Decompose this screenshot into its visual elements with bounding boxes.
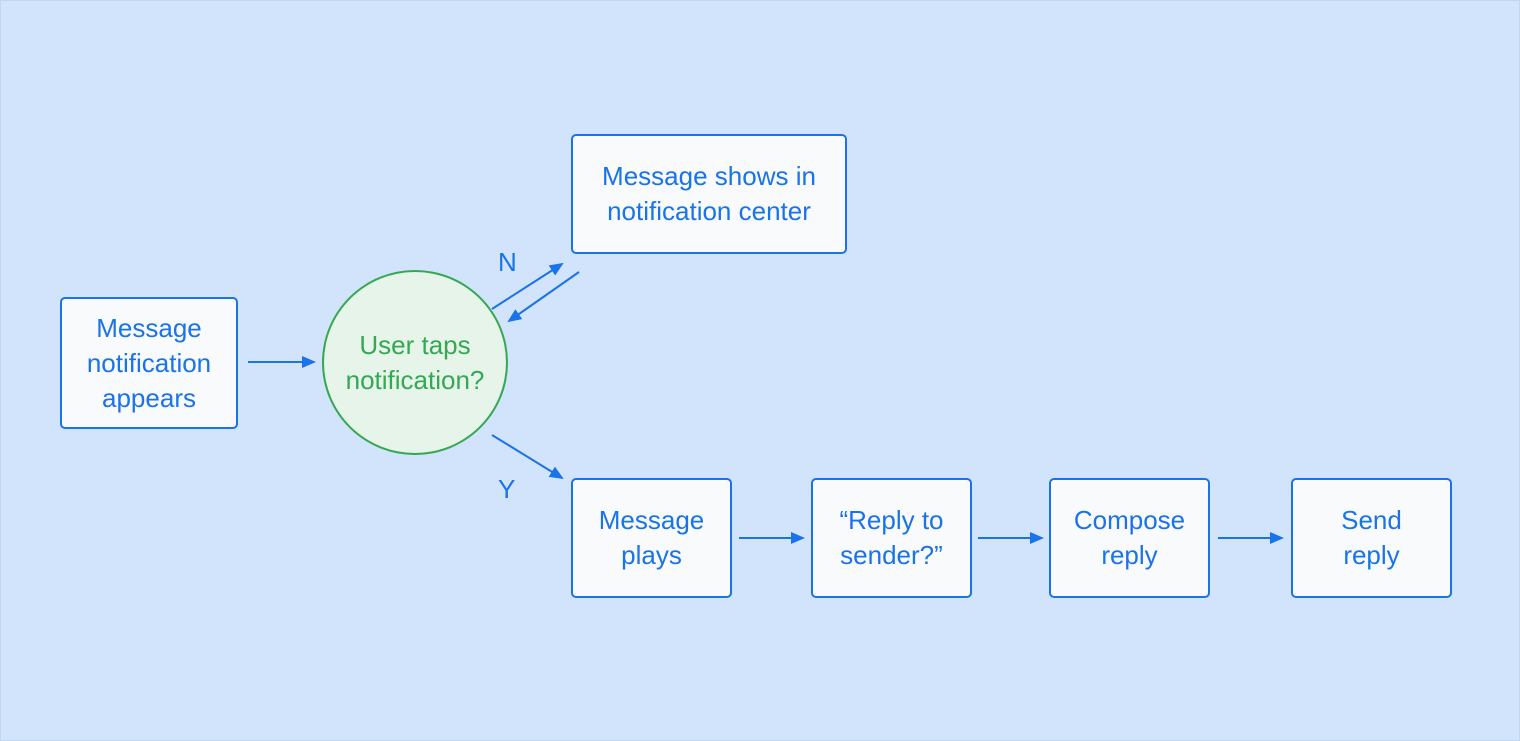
node-label: Compose reply (1073, 505, 1186, 570)
node-message-shows-in-notification-center: Message shows in notification center (571, 134, 847, 254)
arrow-center-to-decision (507, 271, 580, 323)
node-label: Message shows in notification center (602, 161, 816, 226)
node-message-notification-appears: Message notification appears (60, 297, 238, 429)
branch-label-no: N (498, 247, 517, 277)
node-message-plays: Message plays (571, 478, 732, 598)
node-label: Send reply (1341, 505, 1402, 570)
node-compose-reply: Compose reply (1049, 478, 1210, 598)
node-label: Message notification appears (86, 312, 212, 413)
node-label: Message plays (598, 505, 705, 570)
decision-label: User taps notification? (345, 329, 485, 395)
node-reply-to-sender: “Reply to sender?” (811, 478, 972, 598)
arrow-decision-to-center (491, 262, 564, 310)
node-label: “Reply to sender?” (839, 505, 944, 570)
node-user-taps-notification-decision: User taps notification? (322, 270, 508, 455)
node-send-reply: Send reply (1291, 478, 1452, 598)
arrow-decision-to-plays (491, 434, 564, 480)
branch-label-yes: Y (498, 474, 516, 504)
